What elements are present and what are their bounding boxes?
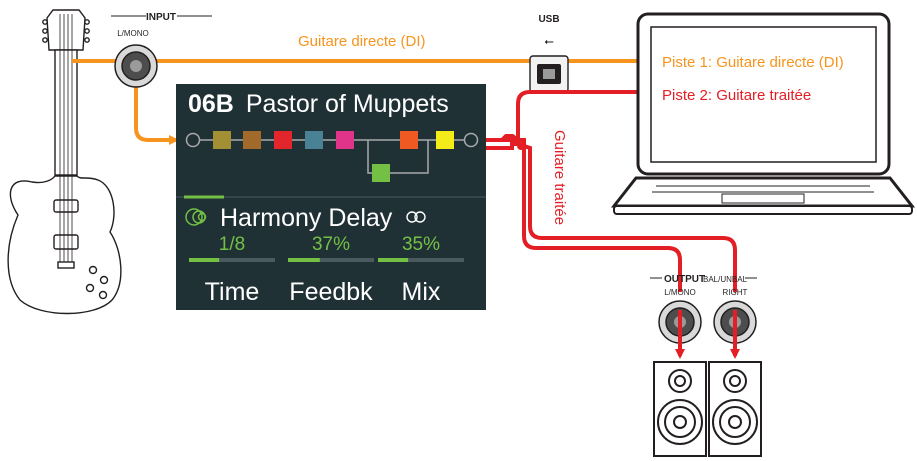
param-name-3: Mix <box>402 278 441 306</box>
effect-block-6[interactable] <box>400 131 418 149</box>
effect-block-7[interactable] <box>436 131 454 149</box>
preset-title: 06B Pastor of Muppets <box>188 90 449 118</box>
track1-label: Piste 1: Guitare directe (DI) <box>662 54 844 71</box>
effect-block-4[interactable] <box>305 131 323 149</box>
param-value-2: 37% <box>312 234 350 255</box>
preset-name: Pastor of Muppets <box>246 90 449 118</box>
input-label: INPUT <box>146 12 176 23</box>
preset-number: 06B <box>188 90 234 118</box>
output-right-label: RIGHT <box>723 288 748 297</box>
usb-symbol-icon: ⭠ <box>544 34 554 48</box>
chain-input-node[interactable] <box>185 132 201 148</box>
param-slider-1[interactable] <box>189 258 275 262</box>
usb-port-icon <box>529 55 569 93</box>
param-value-3: 35% <box>402 234 440 255</box>
output-sublabel: BAL/UNBAL <box>703 275 748 284</box>
param-slider-fill-2 <box>288 258 320 262</box>
param-slider-fill-3 <box>378 258 409 262</box>
harmony-delay-icon <box>185 208 207 226</box>
signal-chain <box>213 131 454 149</box>
effect-block-3[interactable] <box>274 131 292 149</box>
processed-path-right-out <box>486 142 737 292</box>
guitar-strings <box>59 14 73 262</box>
stereo-link-icon <box>406 211 426 223</box>
processed-path-left-out <box>486 138 682 292</box>
chain-output-node[interactable] <box>463 132 479 148</box>
selected-block-name: Harmony Delay <box>220 204 393 232</box>
param-value-1: 1/8 <box>219 234 245 255</box>
usb-label: USB <box>538 14 559 25</box>
di-path-to-device <box>134 70 179 145</box>
output-label: OUTPUT <box>664 274 705 285</box>
input-sublabel: L/MONO <box>117 29 149 38</box>
effect-block-5[interactable] <box>336 131 354 149</box>
di-signal-label: Guitare directe (DI) <box>298 33 426 50</box>
laptop-icon <box>610 12 916 215</box>
param-slider-fill-1 <box>189 258 220 262</box>
track2-label: Piste 2: Guitare traitée <box>662 87 811 104</box>
processed-signal-label: Guitare traitée <box>551 130 568 225</box>
param-name-1: Time <box>205 278 260 306</box>
effect-block-1[interactable] <box>213 131 231 149</box>
parallel-effect-block[interactable] <box>372 164 390 182</box>
right-speaker-icon <box>708 361 762 457</box>
effect-block-2[interactable] <box>243 131 261 149</box>
param-name-2: Feedbk <box>289 278 373 306</box>
output-left-label: L/MONO <box>664 288 696 297</box>
left-speaker-icon <box>653 361 707 457</box>
param-slider-3[interactable] <box>378 258 464 262</box>
param-slider-2[interactable] <box>288 258 374 262</box>
guitar-icon <box>7 9 122 315</box>
input-jack-icon <box>114 44 158 88</box>
